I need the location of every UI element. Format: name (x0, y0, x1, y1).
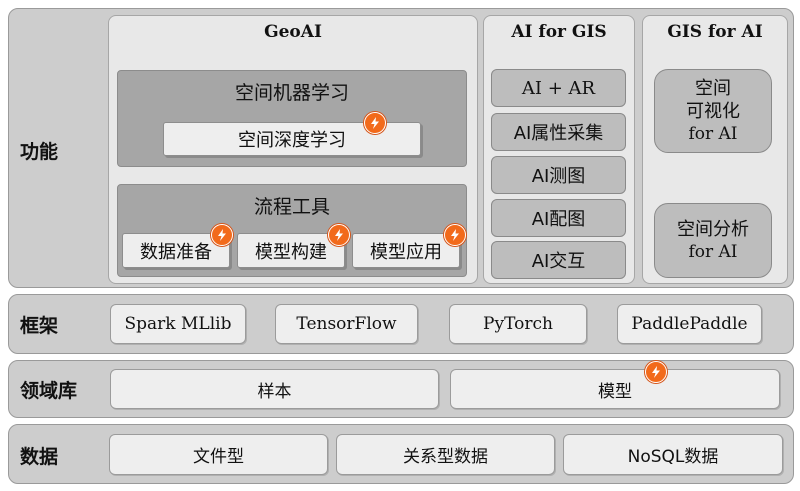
data-layer-label: 数据 (20, 445, 59, 468)
domain-lib-layer-label: 领域库 (20, 379, 78, 402)
flash-icon (328, 224, 350, 246)
flash-icon (211, 224, 233, 246)
gis-for-ai-analysis[interactable]: 空间分析 for AI (654, 203, 772, 278)
ai-for-gis-title: AI for GIS (511, 22, 607, 42)
data-file-based[interactable]: 文件型 (109, 434, 328, 475)
domain-lib-samples[interactable]: 样本 (110, 369, 439, 409)
gis-for-ai-title: GIS for AI (667, 22, 763, 42)
visualization-line-3: for AI (688, 123, 738, 144)
data-relational[interactable]: 关系型数据 (336, 434, 555, 475)
ai-for-gis-item-mapping[interactable]: AI测图 (491, 156, 626, 194)
analysis-line-2: for AI (688, 241, 738, 262)
ai-for-gis-item-cartography[interactable]: AI配图 (491, 199, 626, 237)
domain-lib-models[interactable]: 模型 (450, 369, 780, 409)
framework-tensorflow[interactable]: TensorFlow (275, 304, 418, 344)
function-layer-label: 功能 (20, 140, 59, 163)
analysis-line-1: 空间分析 (677, 218, 749, 240)
ai-for-gis-item-attr[interactable]: AI属性采集 (491, 113, 626, 151)
spatial-ml-title: 空间机器学习 (234, 82, 349, 104)
data-nosql[interactable]: NoSQL数据 (563, 434, 783, 475)
flash-icon (364, 112, 386, 134)
framework-layer-label: 框架 (20, 314, 59, 337)
flash-icon (444, 224, 466, 246)
framework-paddlepaddle[interactable]: PaddlePaddle (617, 304, 762, 344)
spatial-deep-learning-chip[interactable]: 空间深度学习 (163, 122, 421, 156)
framework-spark-mllib[interactable]: Spark MLlib (110, 304, 246, 344)
workflow-item-model-apply[interactable]: 模型应用 (352, 233, 460, 268)
ai-for-gis-item-ar[interactable]: AI + AR (491, 69, 626, 107)
gis-for-ai-visualization[interactable]: 空间 可视化 for AI (654, 69, 772, 153)
framework-pytorch[interactable]: PyTorch (449, 304, 587, 344)
visualization-line-1: 空间 (695, 77, 731, 99)
ai-for-gis-item-interaction[interactable]: AI交互 (491, 241, 626, 279)
workflow-title: 流程工具 (253, 196, 330, 218)
visualization-line-2: 可视化 (686, 100, 740, 122)
flash-icon (645, 361, 667, 383)
geoai-title: GeoAI (264, 22, 322, 42)
workflow-item-model-build[interactable]: 模型构建 (237, 233, 345, 268)
